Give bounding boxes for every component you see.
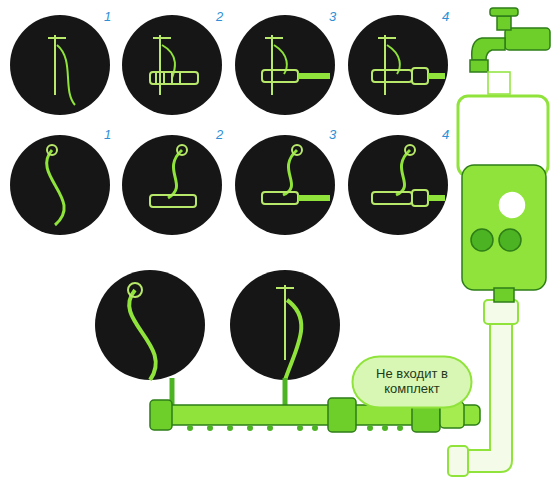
note-bubble: Не входит в комплект: [351, 355, 473, 409]
note-text: Не входит в комплект: [371, 367, 453, 397]
water-timer: [458, 72, 548, 302]
detail-hose: [128, 283, 301, 380]
callout-number: 2: [216, 10, 223, 23]
dripper-stake: [48, 35, 445, 105]
callout-number: 3: [329, 128, 336, 141]
bubble-outline: [353, 357, 472, 408]
callout-number: 4: [442, 10, 449, 23]
callout-number: 1: [104, 10, 111, 23]
hose-fitting: [47, 145, 445, 225]
callout-number: 4: [442, 128, 449, 141]
callout-number: 3: [329, 10, 336, 23]
callout-number: 1: [104, 128, 111, 141]
feed-tube: [172, 378, 285, 405]
water-tap: [470, 8, 550, 72]
callout-number: 2: [216, 128, 223, 141]
step-circle: [10, 15, 448, 380]
